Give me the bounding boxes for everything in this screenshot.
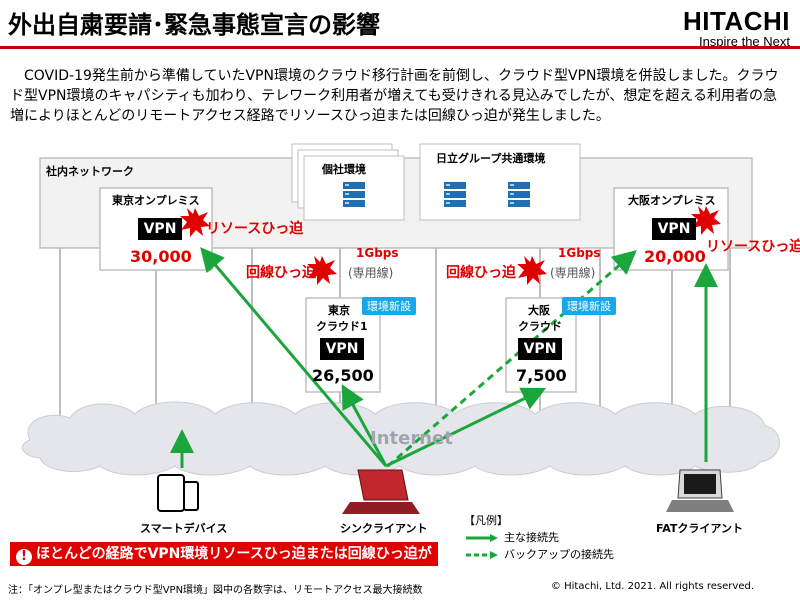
alert-text: ほとんどの経路でVPN環境リソースひっ迫または回線ひっ迫が発生 xyxy=(16,546,432,586)
line-alert-right-type: (専用線) xyxy=(550,266,596,280)
osaka-cloud-label-1: 大阪 xyxy=(528,304,550,317)
osaka-cloud-new-badge: 環境新設 xyxy=(562,297,616,315)
fat-client-icon xyxy=(666,469,734,512)
brand-name: HITACHI xyxy=(682,6,790,36)
internet-cloud xyxy=(22,401,780,476)
line-alert-right: 回線ひっ迫 xyxy=(446,265,516,281)
thin-client-label: シンクライアント xyxy=(340,522,428,535)
osaka-onprem-count: 20,000 xyxy=(644,247,706,266)
hitachi-logo: HITACHI Inspire the Next xyxy=(650,8,790,50)
osaka-resource-alert: リソースひっ迫 xyxy=(706,239,800,255)
internal-network-label: 社内ネットワーク xyxy=(46,165,134,178)
copyright: © Hitachi, Ltd. 2021. All rights reserve… xyxy=(550,581,754,592)
legend-primary: 主な接続先 xyxy=(464,529,624,546)
intro-paragraph: COVID-19発生前から準備していたVPN環境のクラウド移行計画を前倒し、クラ… xyxy=(10,68,779,124)
osaka-cloud-vpn: VPN xyxy=(518,338,562,360)
legend-title: 【凡例】 xyxy=(464,514,508,527)
tokyo-onprem-label: 東京オンプレミス xyxy=(112,194,200,207)
line-alert-left-bandwidth: 1Gbps xyxy=(356,246,399,260)
alert-bar: !ほとんどの経路でVPN環境リソースひっ迫または回線ひっ迫が発生 xyxy=(10,542,438,586)
line-alert-right-bandwidth: 1Gbps xyxy=(558,246,601,260)
tokyo-cloud-count: 26,500 xyxy=(312,366,374,385)
exclamation-icon: ! xyxy=(16,549,32,565)
line-alert-left-type: (専用線) xyxy=(348,266,394,280)
footnote: 注：「オンプレ型またはクラウド型VPN環境」図中の各数字は、リモートアクセス最大… xyxy=(8,585,423,596)
legend-backup: バックアップの接続先 xyxy=(464,546,624,563)
smart-device-label: スマートデバイス xyxy=(140,522,228,535)
fat-client-label: FATクライアント xyxy=(656,522,743,535)
solid-arrow-icon xyxy=(466,533,498,542)
osaka-cloud-count: 7,500 xyxy=(516,366,567,385)
line-alert-left: 回線ひっ迫 xyxy=(246,265,316,281)
brand-tagline: Inspire the Next xyxy=(698,34,790,49)
thin-client-icon xyxy=(342,469,420,514)
title-divider xyxy=(0,46,800,49)
osaka-cloud-label-2: クラウド xyxy=(518,320,562,333)
other-company-env-label: 個社環境 xyxy=(322,163,366,176)
tokyo-cloud-new-badge: 環境新設 xyxy=(362,297,416,315)
group-env-label: 日立グループ共通環境 xyxy=(436,152,546,165)
tokyo-cloud-label-1: 東京 xyxy=(328,304,350,317)
tokyo-onprem-vpn: VPN xyxy=(138,218,182,240)
tokyo-resource-alert: リソースひっ迫 xyxy=(206,221,304,237)
internet-label: Internet xyxy=(370,428,453,449)
osaka-onprem-label: 大阪オンプレミス xyxy=(628,194,716,207)
tokyo-cloud-vpn: VPN xyxy=(320,338,364,360)
tokyo-cloud-label-2: クラウド1 xyxy=(316,320,368,333)
smart-device-icon xyxy=(157,474,199,512)
legend-primary-label: 主な接続先 xyxy=(504,531,559,544)
dashed-arrow-icon xyxy=(466,550,498,559)
legend-backup-label: バックアップの接続先 xyxy=(504,548,614,561)
legend: 【凡例】 主な接続先 バックアップの接続先 xyxy=(464,512,624,563)
osaka-onprem-vpn: VPN xyxy=(652,218,696,240)
tokyo-onprem-count: 30,000 xyxy=(130,247,192,266)
page-title: 外出自粛要請･緊急事態宣言の影響 xyxy=(8,11,380,39)
